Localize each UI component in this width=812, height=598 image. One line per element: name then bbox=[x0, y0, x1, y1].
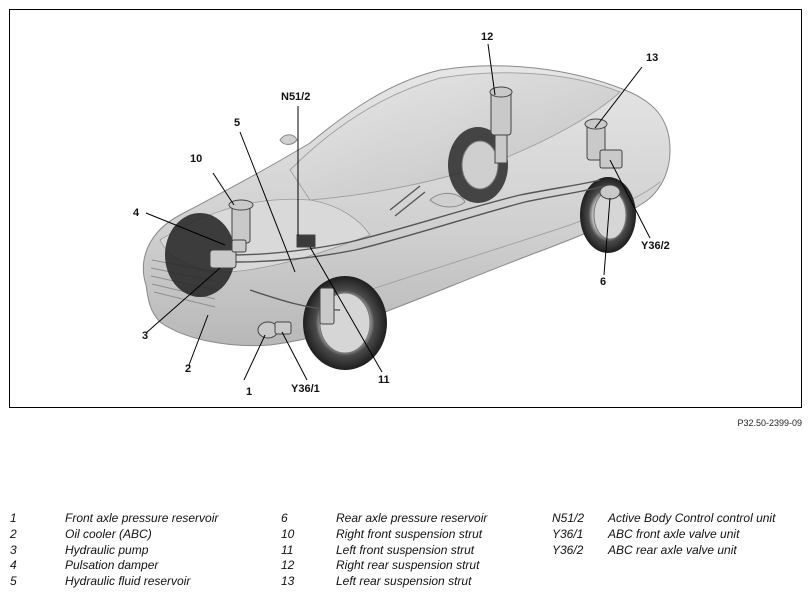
figure-id: P32.50-2399-09 bbox=[737, 418, 802, 428]
legend-number: 3 bbox=[10, 542, 17, 557]
legend-number: 13 bbox=[281, 574, 295, 589]
legend-column-1: 1 Front axle pressure reservoir 2 Oil cool… bbox=[10, 511, 218, 590]
legend-number: 10 bbox=[281, 526, 295, 541]
legend-row: 6 Rear axle pressure reservoir bbox=[281, 511, 487, 527]
callout-y36-2: Y36/2 bbox=[641, 240, 670, 252]
callout-13: 13 bbox=[646, 52, 658, 64]
legend-description: Active Body Control control unit bbox=[608, 511, 776, 525]
callout-4: 4 bbox=[133, 207, 140, 219]
callout-10: 10 bbox=[190, 153, 202, 165]
legend-number: 11 bbox=[281, 542, 294, 557]
callout-1: 1 bbox=[246, 386, 252, 398]
legend-number: 2 bbox=[10, 526, 17, 541]
legend-row: N51/2 Active Body Control control unit bbox=[552, 511, 775, 527]
legend-row: Y36/2 ABC rear axle valve unit bbox=[552, 543, 775, 559]
callout-n51-2: N51/2 bbox=[281, 91, 310, 103]
legend-number: Y36/2 bbox=[552, 542, 584, 557]
car-suspension-illustration: 1 2 3 4 5 6 10 11 12 13 N51/2 Y36/1 Y36/… bbox=[133, 31, 671, 398]
callout-6: 6 bbox=[600, 276, 606, 288]
legend-number: 6 bbox=[281, 511, 288, 525]
legend-description: Pulsation damper bbox=[65, 558, 159, 573]
legend-number: N51/2 bbox=[552, 511, 585, 525]
legend-row: 4 Pulsation damper bbox=[10, 558, 218, 574]
legend-row: 2 Oil cooler (ABC) bbox=[10, 527, 218, 543]
legend-row: 12 Right rear suspension strut bbox=[281, 558, 487, 574]
legend-row: 11 Left front suspension strut bbox=[281, 543, 487, 559]
legend-number: 1 bbox=[10, 511, 17, 525]
legend-number: Y36/1 bbox=[552, 526, 584, 541]
legend-description: Left rear suspension strut bbox=[336, 574, 472, 589]
legend-number: 5 bbox=[10, 574, 17, 589]
legend-description: Hydraulic fluid reservoir bbox=[65, 574, 191, 589]
legend-description: Left front suspension strut bbox=[336, 542, 475, 557]
leader-lines bbox=[145, 43, 651, 381]
callout-11: 11 bbox=[378, 374, 390, 386]
callout-5: 5 bbox=[234, 117, 240, 129]
callout-2: 2 bbox=[185, 363, 191, 375]
legend-column-2: 6 Rear axle pressure reservoir 10 Right fr… bbox=[281, 511, 487, 590]
legend-description: Right rear suspension strut bbox=[336, 558, 480, 573]
legend-description: Oil cooler (ABC) bbox=[65, 526, 152, 541]
diagram-frame: 1 2 3 4 5 6 10 11 12 13 N51/2 Y36/1 Y36/… bbox=[9, 9, 802, 408]
legend-description: Front axle pressure reservoir bbox=[65, 511, 219, 525]
callout-labels: 1 2 3 4 5 6 10 11 12 13 N51/2 Y36/1 Y36/… bbox=[133, 31, 670, 398]
legend-row: 3 Hydraulic pump bbox=[10, 543, 218, 559]
legend-row: 10 Right front suspension strut bbox=[281, 527, 487, 543]
legend-row: 1 Front axle pressure reservoir bbox=[10, 511, 218, 527]
callout-12: 12 bbox=[481, 31, 493, 43]
suspension-components bbox=[209, 86, 623, 339]
legend-description: Hydraulic pump bbox=[65, 542, 149, 557]
callout-3: 3 bbox=[142, 330, 148, 342]
callout-y36-1: Y36/1 bbox=[291, 383, 320, 395]
legend-number: 4 bbox=[10, 558, 17, 573]
legend-description: Right front suspension strut bbox=[336, 526, 483, 541]
legend-description: ABC rear axle valve unit bbox=[608, 542, 737, 557]
legend-row: Y36/1 ABC front axle valve unit bbox=[552, 527, 775, 543]
legend-number: 12 bbox=[281, 558, 295, 573]
legend-column-3: N51/2 Active Body Control control unit Y3… bbox=[552, 511, 775, 558]
legend-row: 5 Hydraulic fluid reservoir bbox=[10, 574, 218, 590]
legend-description: ABC front axle valve unit bbox=[608, 526, 740, 541]
legend-description: Rear axle pressure reservoir bbox=[336, 511, 488, 525]
legend-row: 13 Left rear suspension strut bbox=[281, 574, 487, 590]
